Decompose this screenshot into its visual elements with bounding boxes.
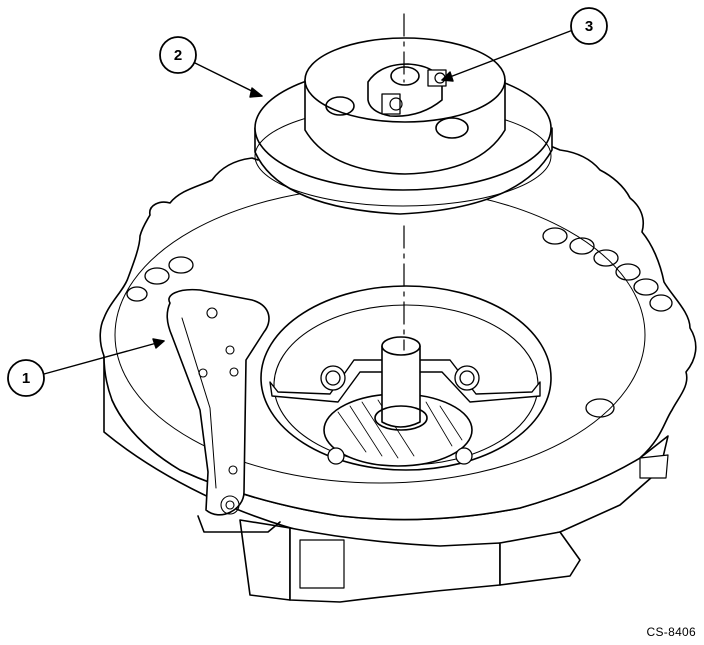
screw (456, 448, 472, 464)
screw (455, 366, 479, 390)
spindle-post (382, 346, 420, 427)
clamp-screw-block (382, 94, 400, 114)
right-tab (640, 455, 668, 478)
figure-code: CS-8406 (647, 625, 696, 639)
callout-1-label: 1 (22, 370, 30, 387)
spindle-post-top (382, 337, 420, 355)
screw (321, 366, 345, 390)
callout-3-label: 3 (585, 18, 593, 35)
screw (328, 448, 344, 464)
callout-2-leader (195, 63, 262, 97)
callout-2-label: 2 (174, 47, 182, 64)
